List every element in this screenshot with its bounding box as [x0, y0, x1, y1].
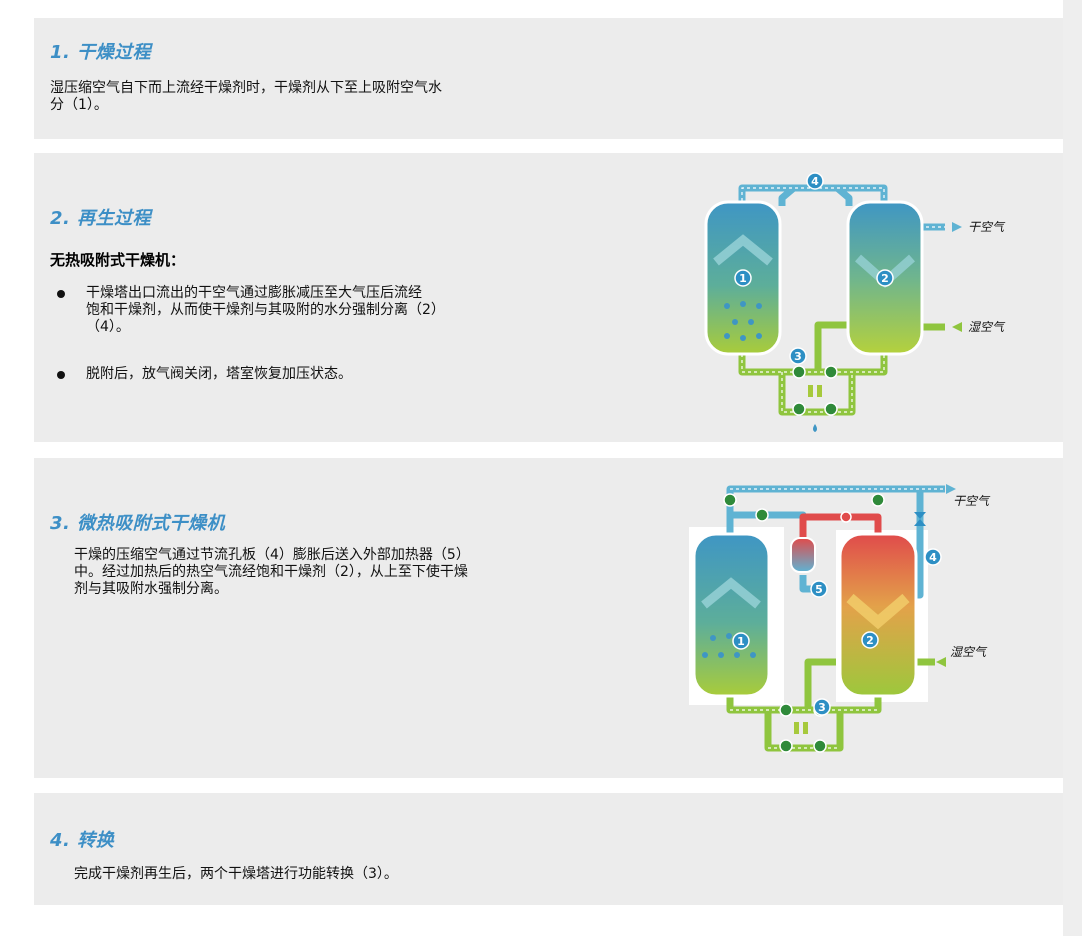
heated-dryer-diagram: 1 2 3 4 5 干空气 湿空气 [689, 484, 991, 753]
svg-text:3: 3 [794, 350, 802, 363]
svg-text:4: 4 [929, 551, 937, 564]
drying-tower-2 [838, 532, 918, 698]
section-drying-process: 1. 干燥过程 湿压缩空气自下而上流经干燥剂时，干燥剂从下至上吸附空气水 分（1… [34, 18, 1063, 139]
marker-2: 2 [861, 631, 879, 649]
dry-air-label: 干空气 [953, 494, 991, 508]
svg-text:5: 5 [815, 583, 823, 596]
heatless-dryer-diagram: 1 2 3 4 干空气 湿空气 [704, 172, 1006, 432]
svg-text:4: 4 [811, 175, 819, 188]
dry-air-arrow-icon [946, 484, 956, 494]
marker-1: 1 [732, 632, 750, 650]
section-2-heading: 2. 再生过程 [50, 208, 152, 229]
marker-3: 3 [813, 698, 831, 716]
wet-air-arrow-icon [936, 657, 946, 667]
wet-air-arrow-icon [952, 322, 962, 332]
silencer-icon [794, 722, 808, 734]
dry-air-arrow-icon [952, 222, 962, 232]
marker-1: 1 [734, 269, 752, 287]
page-edge-strip [1063, 0, 1082, 936]
switch-valves [792, 365, 838, 416]
section-switchover: 4. 转换 完成干燥剂再生后，两个干燥塔进行功能转换（3）。 [34, 793, 1063, 905]
bullet-2-line-1: 脱附后，放气阀关闭，塔室恢复加压状态。 [86, 366, 352, 382]
section-1-body-line-2: 分（1）。 [50, 97, 108, 113]
svg-text:1: 1 [739, 272, 747, 285]
drain-droplet-icon [813, 424, 817, 432]
marker-4: 4 [806, 172, 824, 190]
marker-2: 2 [876, 269, 894, 287]
heater-valve-icon [840, 511, 852, 523]
bullet-dot [57, 371, 65, 379]
marker-3: 3 [789, 347, 807, 365]
bullet-dot [57, 290, 65, 298]
section-4-body-line-1: 完成干燥剂再生后，两个干燥塔进行功能转换（3）。 [74, 866, 398, 882]
svg-text:3: 3 [818, 701, 826, 714]
wet-air-label: 湿空气 [968, 320, 1006, 334]
silencer-icon [808, 385, 822, 397]
section-3-heading: 3. 微热吸附式干燥机 [50, 513, 226, 534]
section-1-body-line-1: 湿压缩空气自下而上流经干燥剂时，干燥剂从下至上吸附空气水 [50, 80, 442, 96]
svg-text:2: 2 [881, 272, 889, 285]
drying-tower-1 [692, 532, 771, 698]
bullet-1-line-1: 干燥塔出口流出的干空气通过膨胀减压至大气压后流经 [86, 285, 422, 301]
bullet-1-line-2: 饱和干燥剂，从而使干燥剂与其吸附的水分强制分离（2） [86, 302, 445, 318]
external-heater [790, 537, 816, 573]
svg-text:1: 1 [737, 635, 745, 648]
marker-5: 5 [810, 580, 828, 598]
section-1-heading: 1. 干燥过程 [50, 42, 152, 63]
section-3-body-line-3: 剂与其吸附水强制分离。 [74, 581, 228, 597]
svg-text:2: 2 [866, 634, 874, 647]
section-3-body-line-1: 干燥的压缩空气通过节流孔板（4）膨胀后送入外部加热器（5） [74, 547, 470, 563]
bullet-1-line-3: （4）。 [86, 319, 130, 335]
dry-air-label: 干空气 [968, 220, 1006, 234]
orifice-icon [914, 512, 926, 526]
section-4-heading: 4. 转换 [50, 830, 115, 851]
heatless-dryer-subheading: 无热吸附式干燥机： [50, 251, 186, 269]
section-3-body-line-2: 中。经过加热后的热空气流经饱和干燥剂（2），从上至下使干燥 [74, 564, 468, 580]
marker-4: 4 [924, 548, 942, 566]
wet-air-label: 湿空气 [950, 645, 988, 659]
water-droplets [724, 301, 762, 341]
